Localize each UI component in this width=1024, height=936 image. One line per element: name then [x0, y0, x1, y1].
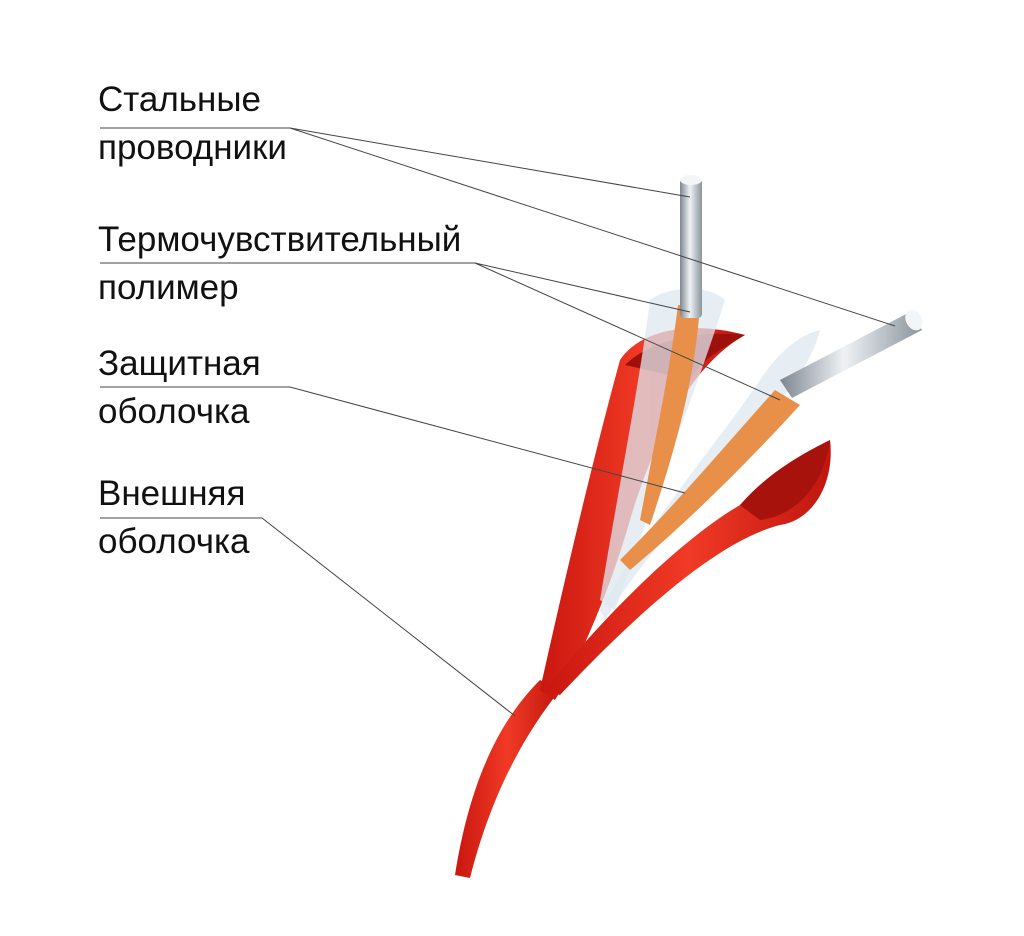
- leader-protective-sheath: [100, 386, 686, 494]
- label-line: Внешняя: [98, 474, 246, 513]
- label-line: оболочка: [98, 392, 250, 431]
- label-outer-sheath: Внешняя оболочка: [98, 470, 250, 566]
- outer-sheath-left: [540, 328, 745, 700]
- label-line: Стальные: [98, 80, 261, 119]
- leader-steel-wires: [100, 127, 896, 327]
- outer-sheath-trunk: [455, 680, 560, 878]
- label-line: Термочувствительный: [98, 220, 462, 259]
- label-steel-wires: Стальные проводники: [98, 76, 287, 172]
- label-thermo-polymer: Термочувствительный полимер: [98, 216, 461, 312]
- steel-wire-left: [680, 178, 702, 318]
- label-line: Защитная: [98, 344, 261, 383]
- label-line: проводники: [98, 128, 287, 167]
- leader-thermo-polymer: [100, 262, 781, 401]
- label-line: оболочка: [98, 522, 250, 561]
- label-line: полимер: [98, 268, 239, 307]
- polymer-left: [640, 305, 700, 525]
- polymer-right: [620, 390, 800, 570]
- leader-outer-sheath: [100, 517, 516, 717]
- steel-wire-right: [780, 312, 922, 398]
- label-protective-sheath: Защитная оболочка: [98, 340, 261, 436]
- outer-sheath-right-inner: [740, 440, 830, 520]
